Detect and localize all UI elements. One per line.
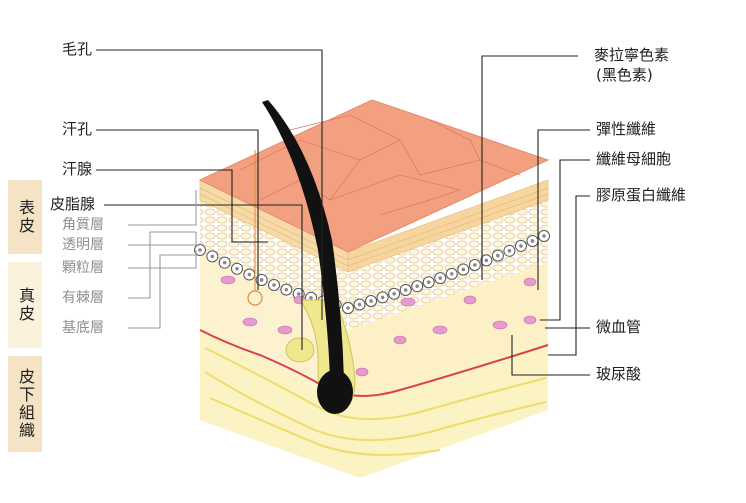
side-tab-subcutis: 皮下組織 (8, 356, 42, 452)
skin-surface-grid (239, 114, 521, 216)
basal-cell-nucleus (530, 239, 535, 243)
basal-cell-nucleus (461, 267, 466, 272)
basal-cell-nucleus (507, 249, 512, 253)
hair-bulb (317, 370, 353, 414)
basal-cell-nucleus (438, 276, 443, 280)
basal-cell-nucleus (296, 292, 301, 296)
basal-cell-nucleus (426, 280, 431, 285)
label-stratum-spinosum: 有棘層 (62, 290, 104, 306)
dermis-right (348, 262, 548, 406)
basal-cell-nucleus (309, 295, 313, 300)
basal-cell-nucleus (357, 302, 362, 307)
label-stratum-lucidum: 透明層 (62, 237, 104, 253)
label-stratum-corneum: 角質層 (62, 217, 104, 233)
label-sweat-gland: 汗腺 (62, 160, 93, 178)
label-sweat-pore: 汗孔 (62, 120, 93, 138)
basal-cell-nucleus (210, 254, 215, 259)
dermis-label: 真皮 (16, 287, 35, 323)
label-elastic-fiber: 彈性纖維 (596, 120, 657, 138)
label-collagen-fiber: 膠原蛋白纖維 (596, 186, 687, 204)
label-hyaluronic-acid: 玻尿酸 (596, 365, 642, 383)
basal-cell-nucleus (484, 258, 489, 263)
hair-shaft (262, 100, 344, 380)
basal-cell-nucleus (449, 272, 454, 276)
basal-cell-nucleus (198, 248, 202, 252)
basal-cell-nucleus (415, 284, 419, 288)
basal-cell-nucleus (403, 288, 408, 292)
leader-lines (96, 49, 590, 376)
corneum-band-right (347, 179, 549, 273)
label-stratum-granulosum: 顆粒層 (62, 260, 104, 276)
basal-cell-nucleus (272, 283, 276, 287)
label-pore: 毛孔 (62, 40, 93, 58)
skin-surface (198, 99, 550, 253)
fat-streaks (204, 347, 547, 456)
basal-cell-nucleus (392, 291, 396, 296)
subcutis-label: 皮下組織 (16, 368, 35, 440)
subcutis-layer (200, 330, 548, 478)
epidermis-label: 表皮 (16, 199, 35, 235)
basal-cell-nucleus (473, 263, 477, 267)
label-stratum-basale: 基底層 (62, 320, 104, 336)
basal-cell-nucleus (235, 266, 239, 271)
basal-cell-nucleus (284, 287, 289, 292)
basal-cell-nucleus (542, 234, 546, 238)
basal-cell-nucleus (519, 244, 523, 248)
basal-cell-nucleus (259, 278, 264, 282)
basal-cell-nucleus (247, 272, 252, 277)
sebaceous-gland (285, 337, 315, 363)
dermis-front (200, 250, 348, 406)
dermis-cells (220, 275, 537, 377)
label-melanin-alt: (黑色素) (596, 66, 653, 84)
side-tab-epidermis: 表皮 (8, 180, 42, 254)
label-fibroblast: 纖維母細胞 (596, 150, 672, 168)
label-capillary: 微血管 (596, 318, 642, 336)
side-tab-dermis: 真皮 (8, 262, 42, 348)
basal-cell-nucleus (346, 306, 350, 310)
label-sebaceous-gland: 皮脂腺 (50, 195, 96, 213)
label-melanin: 麥拉寧色素 (594, 46, 670, 64)
basal-cell-nucleus (222, 260, 227, 265)
basal-cell-nucleus (369, 299, 373, 303)
basal-cell-nucleus (496, 253, 500, 258)
basal-cell-nucleus (380, 295, 385, 300)
